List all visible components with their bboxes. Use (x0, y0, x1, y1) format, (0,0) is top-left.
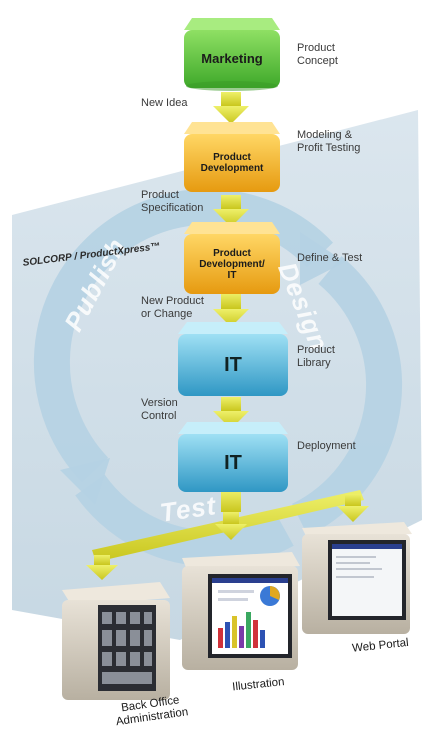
it-deployment-box-label: IT (224, 451, 242, 474)
it-library-box-label: IT (224, 353, 242, 376)
product-development-it-box-shape (184, 222, 280, 294)
version-control-label: Version Control (141, 397, 178, 422)
deployment-label: Deployment (297, 440, 356, 452)
product-library-label: Product Library (297, 344, 335, 369)
new-product-or-change-label: New Product or Change (141, 295, 204, 320)
product-development-box-shape (184, 122, 280, 192)
illustration-device (182, 552, 300, 670)
product-development-box-label: Product Development (200, 152, 264, 174)
modeling-profit-testing-label: Modeling & Profit Testing (297, 129, 361, 154)
marketing-box-label: Marketing (201, 50, 263, 66)
define-test-label: Define & Test (297, 252, 363, 264)
product-specification-label: Product Specification (141, 189, 204, 214)
back-office-device (62, 582, 170, 700)
product-development-it-box-label: Product Development/ IT (199, 247, 265, 281)
it-library-box-shape (178, 322, 288, 396)
new-idea-label: New Idea (141, 97, 188, 109)
flow-arrows (86, 92, 369, 580)
marketing-box-shape (184, 18, 280, 91)
it-deployment-box-shape (178, 422, 288, 492)
product-concept-label: Product Concept (297, 42, 338, 67)
web-portal-device (302, 522, 412, 634)
